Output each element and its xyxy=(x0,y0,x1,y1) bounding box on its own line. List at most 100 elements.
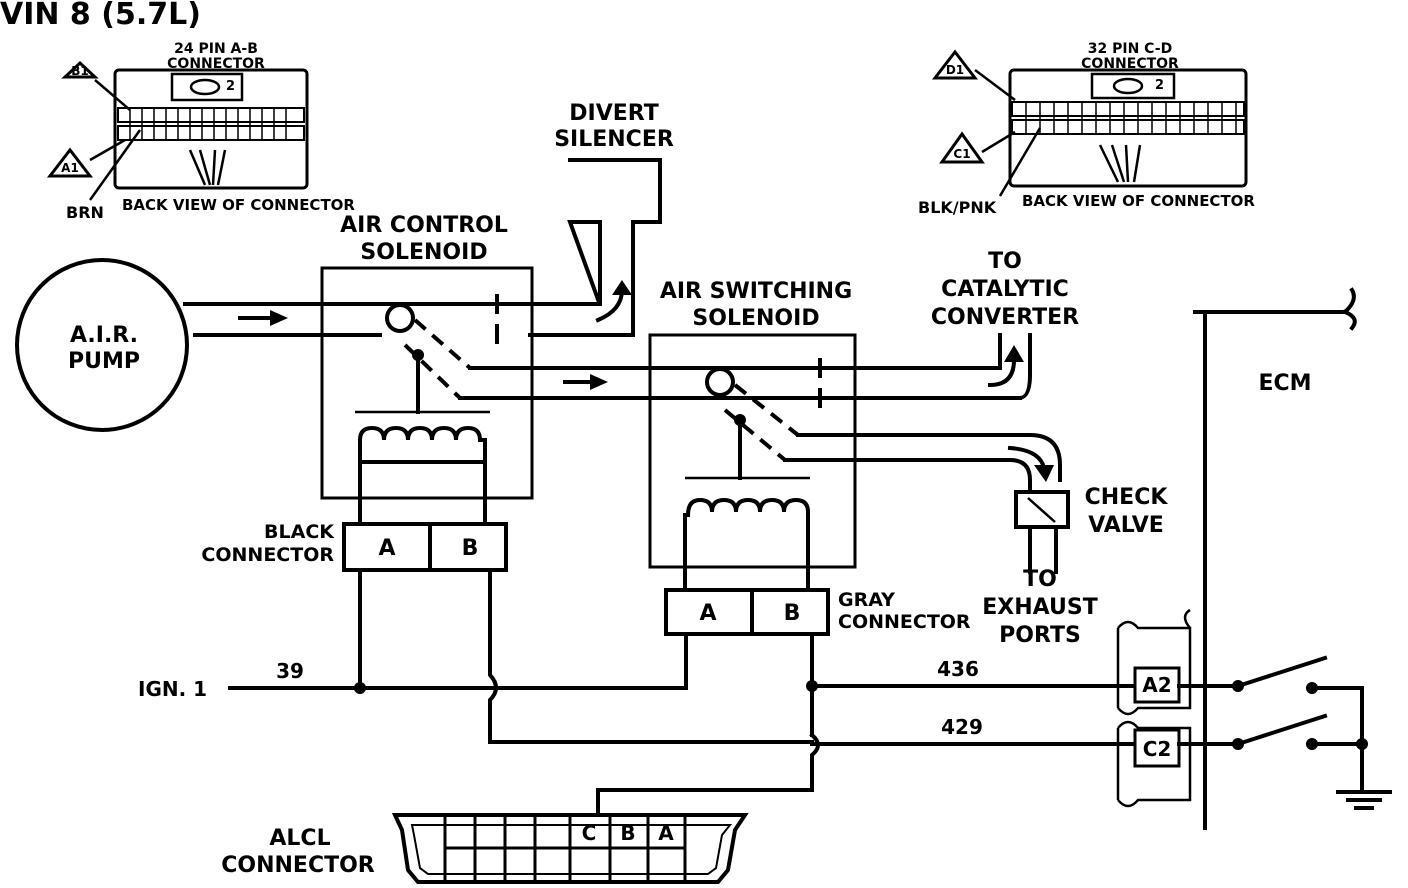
air-switching-label-2: SOLENOID xyxy=(692,306,819,331)
air-switching-valve-dash-1 xyxy=(733,383,800,437)
gray-connector-label-1: GRAY xyxy=(838,589,895,611)
pin-b1-label: B1 xyxy=(71,64,89,78)
check-valve-flap xyxy=(1027,497,1056,523)
connector-cd-latch xyxy=(1090,72,1176,100)
black-connector-pin-b: B xyxy=(462,536,479,561)
brn-wire-label: BRN xyxy=(66,203,104,222)
alcl-connector-inner xyxy=(410,824,733,875)
line-to-check-valve-lower xyxy=(783,458,1032,492)
connector-ab-latch xyxy=(170,72,244,102)
ecm-label: ECM xyxy=(1258,371,1311,396)
connector-ab-pin-row-top xyxy=(117,107,305,123)
pin-a1-triangle-icon xyxy=(46,147,94,178)
pin-c1-leader xyxy=(981,130,1016,154)
pin-c2-label: C2 xyxy=(1143,737,1172,761)
air-switching-coil-icon xyxy=(683,497,810,592)
pin-c1-triangle-icon xyxy=(939,131,985,164)
air-control-valve-dash-1 xyxy=(413,318,472,370)
pin-d1-triangle-icon xyxy=(931,49,979,80)
divert-flow-arrowhead-icon xyxy=(612,280,632,295)
connector-ab-pin-cells xyxy=(129,108,287,140)
exhaust-label-3: PORTS xyxy=(999,623,1081,648)
connector-ab-back-view: BACK VIEW OF CONNECTOR xyxy=(122,196,355,214)
check-valve-flow-arrowhead-icon xyxy=(1034,465,1054,482)
catalytic-flow-arrowhead-icon xyxy=(1004,345,1024,362)
mid-flow-arrowhead-icon xyxy=(590,374,608,390)
air-control-valve-ball xyxy=(385,303,415,333)
splice-39-dot xyxy=(354,682,366,694)
black-connector-label-1: BLACK xyxy=(264,521,335,543)
connector-32-pin-cd: 32 PIN C-D CONNECTOR 2 D1 C1 BLK/PNK BAC… xyxy=(918,41,1255,217)
catalytic-flow-arrow-icon xyxy=(987,357,1017,388)
ign-1-label: IGN. 1 xyxy=(138,677,207,701)
blk-pnk-wire-label: BLK/PNK xyxy=(918,198,997,217)
pin-a1-label: A1 xyxy=(61,161,79,175)
connector-ab-latch-icon xyxy=(189,78,221,96)
gray-connector-pin-b: B xyxy=(784,601,801,626)
catalytic-label-1: TO xyxy=(988,249,1022,274)
check-valve: CHECK VALVE TO EXHAUST PORTS xyxy=(982,485,1168,648)
check-valve-label-2: VALVE xyxy=(1088,513,1164,538)
gray-connector-label-2: CONNECTOR xyxy=(838,611,971,633)
exhaust-label-2: EXHAUST xyxy=(982,595,1097,620)
air-pump-label-1: A.I.R. xyxy=(70,323,138,348)
black-connector-pin-a: A xyxy=(378,536,395,561)
ground-icon xyxy=(1336,790,1392,810)
air-control-label-2: SOLENOID xyxy=(360,240,487,265)
pin-a2-label: A2 xyxy=(1142,673,1171,697)
pin-a1-leader xyxy=(89,138,126,162)
black-connector-body xyxy=(342,522,508,572)
connector-cd-back-view: BACK VIEW OF CONNECTOR xyxy=(1022,192,1255,210)
connector-cd-label-2: CONNECTOR xyxy=(1081,56,1179,72)
divert-silencer-body xyxy=(528,158,662,337)
pin-b1-leader xyxy=(94,79,131,111)
pin-c2-box xyxy=(1133,728,1181,768)
catalytic-converter-outlet: TO CATALYTIC CONVERTER xyxy=(931,249,1079,401)
air-control-label-1: AIR CONTROL xyxy=(340,213,508,238)
circuit-39-label: 39 xyxy=(276,659,304,683)
pin-a2-box xyxy=(1133,666,1181,704)
alcl-pin-c: C xyxy=(582,821,597,845)
air-switching-solenoid: AIR SWITCHING SOLENOID xyxy=(648,279,857,592)
connector-ab-label-2: CONNECTOR xyxy=(167,56,265,72)
air-pump: A.I.R. PUMP xyxy=(15,258,189,432)
connector-cd-wire-bundle xyxy=(1098,144,1142,183)
switch-c2-blade xyxy=(1235,713,1328,747)
ecm-boundary-top xyxy=(1203,287,1357,331)
catalytic-label-3: CONVERTER xyxy=(931,305,1079,330)
alcl-label-2: CONNECTOR xyxy=(221,853,375,878)
connector-24-pin-ab: 24 PIN A-B CONNECTOR 2 B1 A1 BRN BACK VI… xyxy=(46,41,355,222)
divert-silencer: DIVERT SILENCER xyxy=(528,101,674,337)
diagram-title: VIN 8 (5.7L) xyxy=(0,0,201,32)
gray-connector-pin-a: A xyxy=(699,601,716,626)
pin-b1-triangle-icon xyxy=(61,60,99,79)
air-switching-label-1: AIR SWITCHING xyxy=(660,279,852,304)
connector-cd-label-1: 32 PIN C-D xyxy=(1088,41,1172,57)
gray-connector: A B GRAY CONNECTOR xyxy=(664,588,971,636)
pin-a2-housing xyxy=(1116,608,1192,716)
air-control-solenoid: AIR CONTROL SOLENOID xyxy=(183,213,602,527)
alcl-label-1: ALCL xyxy=(269,826,330,851)
pin-d1-label: D1 xyxy=(946,63,964,77)
connector-cd-pin-2-mark: 2 xyxy=(1155,78,1164,93)
check-valve-label-1: CHECK xyxy=(1085,485,1169,510)
circuit-429-label: 429 xyxy=(941,715,983,739)
ground-junction-dot xyxy=(1356,738,1368,750)
pin-c1-label: C1 xyxy=(953,147,970,161)
pin-d1-leader xyxy=(974,69,1016,101)
connector-ab-wire-bundle xyxy=(188,149,227,186)
connector-ab-pin-row-bottom xyxy=(117,125,305,141)
pump-flow-arrowhead-icon xyxy=(270,310,288,326)
connector-ab-pin-2-mark: 2 xyxy=(226,79,235,94)
divert-silencer-label-2: SILENCER xyxy=(554,127,674,152)
air-control-housing xyxy=(320,266,534,500)
gray-connector-body xyxy=(664,588,830,636)
line-to-check-valve-upper xyxy=(796,433,1062,482)
exhaust-label-1: TO xyxy=(1023,567,1057,592)
alcl-pin-a: A xyxy=(658,821,674,845)
connector-cd-pin-row-top xyxy=(1011,101,1245,117)
alcl-pin-b: B xyxy=(620,821,635,845)
connector-cd-pin-row-bottom xyxy=(1011,119,1245,135)
catalytic-pipe xyxy=(998,333,1032,401)
